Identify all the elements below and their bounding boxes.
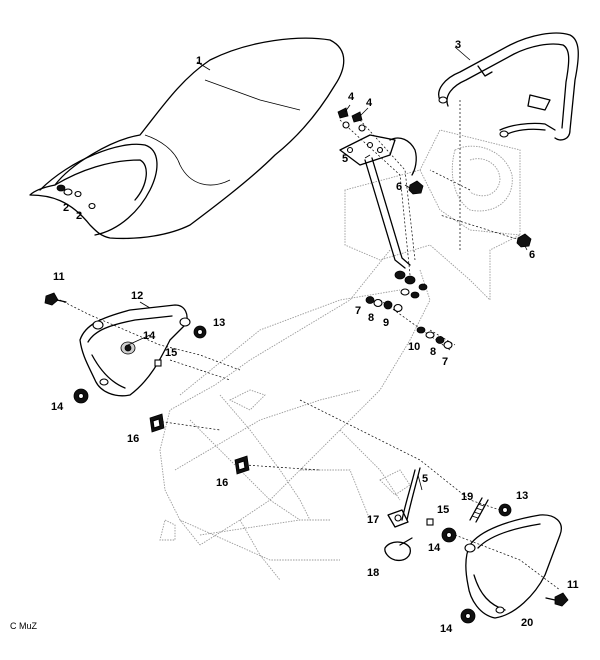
label-spring-pin: 19 [461,491,474,503]
label-spacer-lower: 8 [430,346,437,358]
clip-lower [234,455,250,475]
pin-left [154,359,162,367]
label-clip-b: 16 [216,477,229,489]
callout-lines [127,46,528,491]
label-bolt-a: 4 [348,91,355,103]
label-screw: 10 [408,341,421,353]
label-nut-b: 6 [529,249,536,261]
rubber-left-bottom [73,388,89,404]
seat [29,37,345,240]
rubber-right-bottom [460,608,476,624]
bolt-left [44,292,67,306]
leader-lines [59,100,561,591]
label-grab-handle: 3 [455,39,462,51]
label-bracket-upper: 5 [342,153,349,165]
seat-bracket-upper [337,107,417,269]
label-bushing: 9 [383,317,390,329]
label-rubber-d: 14 [440,623,453,635]
spring-pin [469,497,489,523]
label-cable-lower: 5 [422,473,429,485]
grommet-left [193,325,207,339]
grab-handle [438,32,579,141]
clip-upper [149,413,165,433]
label-rubber-a: 14 [143,330,156,342]
lock-lever [384,537,413,562]
label-lock-lever: 18 [367,567,380,579]
label-nut-a: 6 [396,181,403,193]
cable-lower [401,467,421,521]
label-side-cover-right: 20 [521,617,534,629]
motorcycle-frame [159,129,521,581]
spacers-and-washers [365,270,453,350]
label-lock: 17 [367,514,380,526]
label-rubber-c: 14 [428,542,441,554]
label-washer-upper: 7 [355,305,362,317]
rubber-right-middle [441,527,457,543]
label-bolt-left: 11 [53,271,65,283]
grommet-right [498,503,512,517]
label-side-cover-left: 12 [131,290,144,302]
label-rubber-b: 14 [51,401,64,413]
label-seat-washer-a: 2 [63,202,70,214]
label-seat: 1 [196,55,203,67]
label-seat-washer-b: 2 [76,210,83,222]
label-washer-lower: 7 [442,356,449,368]
copyright-credit: C MuZ [10,621,37,631]
pin-right [426,518,434,526]
label-clip-a: 16 [127,433,140,445]
side-cover-right [464,514,562,619]
label-spacer-upper: 8 [368,312,375,324]
label-grommet-right: 13 [516,490,529,502]
seat-lock [387,509,409,528]
label-grommet-left: 13 [213,317,226,329]
seat-washers [56,184,96,210]
label-bolt-b: 4 [366,97,373,109]
label-pin-left: 15 [165,347,178,359]
label-pin-right: 15 [437,504,450,516]
nuts [408,180,532,248]
label-bolt-right: 11 [567,579,579,591]
bolt-right [545,592,569,607]
